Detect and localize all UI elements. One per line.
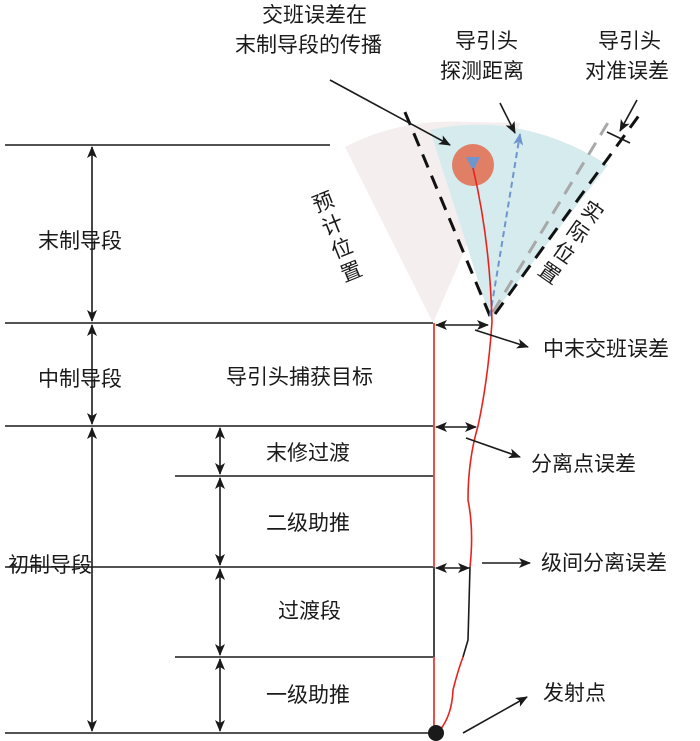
label-initial-phase: 初制导段	[8, 553, 92, 577]
label-interstage-error: 级间分离误差	[541, 551, 667, 575]
label-seeker-range-1: 导引头	[455, 29, 518, 53]
label-seeker-align-2: 对准误差	[585, 59, 669, 83]
label-propagation-1: 交班误差在	[262, 3, 367, 27]
label-separation-error: 分离点误差	[531, 452, 636, 476]
label-predicted-position: 预计位置	[307, 188, 367, 290]
launch-point-dot	[428, 725, 444, 741]
seeker-alignment-line	[491, 115, 614, 313]
label-seeker-acquire: 导引头捕获目标	[226, 365, 373, 389]
target-triangle-icon	[466, 157, 480, 171]
actual-trajectory	[439, 656, 464, 731]
actual-right-boundary	[493, 113, 642, 315]
label-transition: 过渡段	[278, 599, 341, 623]
label-seeker-range-2: 探测距离	[440, 59, 524, 83]
label-midcourse-phase: 中制导段	[38, 367, 122, 391]
label-second-boost: 二级助推	[266, 511, 350, 535]
label-launch-point: 发射点	[543, 681, 606, 705]
label-seeker-align-1: 导引头	[598, 29, 661, 53]
label-final-trim: 末修过渡	[266, 441, 350, 465]
label-terminal-phase: 末制导段	[38, 229, 122, 253]
actual-left-boundary	[400, 104, 492, 317]
label-first-boost: 一级助推	[266, 683, 350, 707]
label-propagation-2: 末制导段的传播	[235, 33, 382, 57]
seeker-range-arrow	[489, 133, 524, 317]
label-mid-terminal-error: 中末交班误差	[543, 337, 669, 361]
